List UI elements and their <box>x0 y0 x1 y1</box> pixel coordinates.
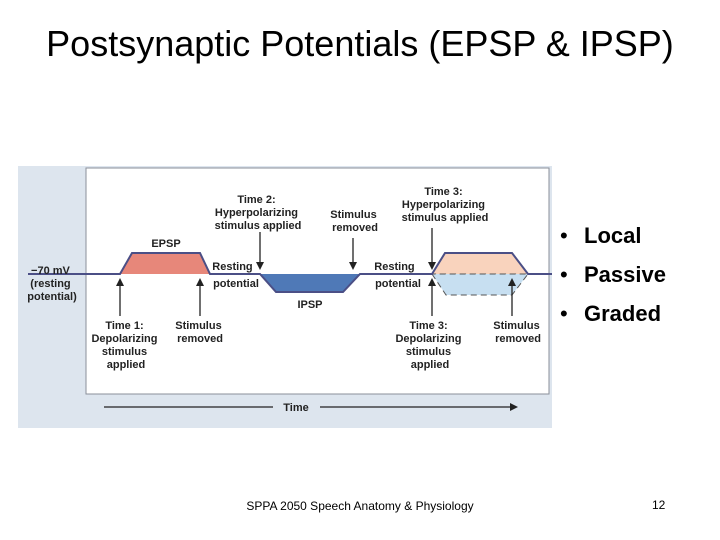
stimulus-removed-bottom-1-label: Stimulus removed <box>175 320 225 345</box>
bullet-dot-icon: • <box>560 223 568 248</box>
page-number: 12 <box>652 498 666 512</box>
slide-title: Postsynaptic Potentials (EPSP & IPSP) <box>46 23 674 64</box>
bullet-dot-icon: • <box>560 262 568 287</box>
psp-diagram: Time EPSP IPSP −70 mV (resting potential… <box>18 166 552 428</box>
time3-hyperpolarizing-label: Time 3: Hyperpolarizing stimulus applied <box>402 186 489 224</box>
membrane-trace <box>28 252 552 293</box>
slide-footer: SPPA 2050 Speech Anatomy & Physiology <box>246 499 474 513</box>
bullet-dot-icon: • <box>560 301 568 326</box>
resting-potential-label: −70 mV (resting potential) <box>27 265 77 303</box>
bullet-text: Passive <box>584 262 666 287</box>
time1-label: Time 1: Depolarizing stimulus applied <box>91 320 160 371</box>
bullet-text: Local <box>584 223 642 248</box>
stimulus-removed-top-label: Stimulus removed <box>330 209 380 234</box>
epsp-shape <box>120 253 210 274</box>
time3-depolarizing-label: Time 3: Depolarizing stimulus applied <box>395 320 464 371</box>
bullet-item: • Graded <box>560 294 666 333</box>
resting-potential-1-label: Resting potential <box>212 261 259 290</box>
ipsp-dashed-shape <box>431 273 530 296</box>
bullet-list: • Local • Passive • Graded <box>560 216 666 333</box>
bullet-item: • Passive <box>560 255 666 294</box>
resting-potential-2-label: Resting potential <box>374 261 421 290</box>
bullet-text: Graded <box>584 301 662 326</box>
bullet-item: • Local <box>560 216 666 255</box>
time-axis-label: Time <box>283 402 308 414</box>
ipsp-shape <box>260 274 360 292</box>
ipsp-label: IPSP <box>297 299 322 311</box>
epsp-label: EPSP <box>151 238 180 250</box>
time2-label: Time 2: Hyperpolarizing stimulus applied <box>215 194 302 232</box>
stimulus-removed-bottom-2-label: Stimulus removed <box>493 320 543 345</box>
